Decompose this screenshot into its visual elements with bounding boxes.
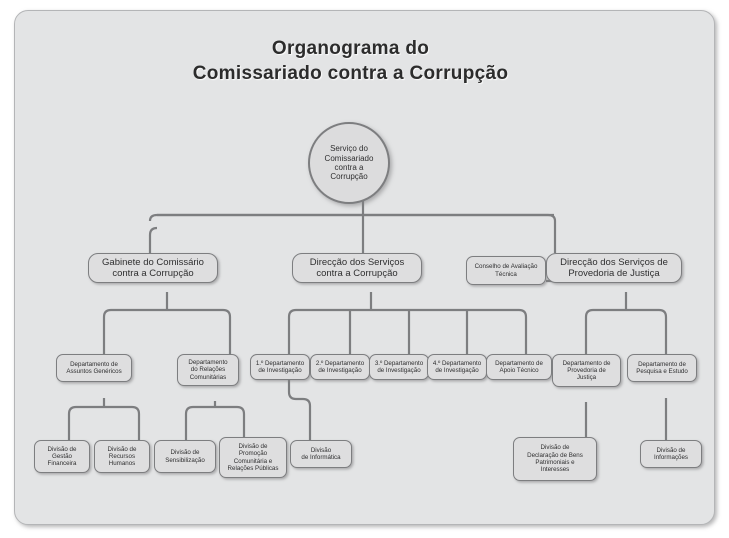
node-label: Direcção dos Serviços de Provedoria de J… [560, 256, 668, 279]
node-departamento-assuntos-genericos[interactable]: Departamento de Assuntos Genéricos [56, 354, 132, 382]
page-title-line1: Organograma do [271, 38, 430, 59]
node-label: 4.º Departamento de Investigação [432, 359, 482, 374]
node-label: Divisão de Recursos Humanos [107, 445, 137, 468]
node-label: Gabinete do Comissário contra a Corrupçã… [102, 256, 204, 279]
node-divisao-promocao-comunitaria[interactable]: Divisão de Promoção Comunitária e Relaçõ… [219, 437, 287, 478]
node-label: Departamento de Provedoria de Justiça [562, 359, 611, 382]
node-departamento-investigacao-4[interactable]: 4.º Departamento de Investigação [427, 354, 487, 380]
node-departamento-investigacao-3[interactable]: 3.º Departamento de Investigação [369, 354, 429, 380]
node-departamento-investigacao-1[interactable]: 1.º Departamento de Investigação [250, 354, 310, 380]
node-label: Conselho de Avaliação Técnica [474, 263, 538, 278]
node-label: Divisão de Declaração de Bens Patrimonia… [527, 444, 583, 474]
node-departamento-provedoria-justica[interactable]: Departamento de Provedoria de Justiça [552, 354, 621, 387]
node-label: Departamento de Assuntos Genéricos [66, 360, 122, 375]
node-label: Divisão de Informática [301, 446, 341, 461]
node-divisao-recursos-humanos[interactable]: Divisão de Recursos Humanos [94, 440, 150, 473]
node-direccao-servicos-corrupcao[interactable]: Direcção dos Serviços contra a Corrupção [292, 253, 422, 283]
node-label: 1.º Departamento de Investigação [255, 359, 305, 374]
node-label: 3.º Departamento de Investigação [374, 359, 424, 374]
node-label: Departamento de Pesquisa e Estudo [636, 360, 688, 375]
node-label: Departamento do Relações Comunitárias [188, 359, 228, 381]
node-divisao-sensibilizacao[interactable]: Divisão de Sensibilização [154, 440, 216, 473]
node-label: Direcção dos Serviços contra a Corrupção [309, 256, 405, 279]
node-label: Divisão de Gestão Financeira [47, 445, 77, 468]
page-title-line2: Comissariado contra a Corrupção [192, 63, 509, 84]
node-conselho-avaliacao-tecnica[interactable]: Conselho de Avaliação Técnica [466, 256, 546, 285]
node-departamento-pesquisa-estudo[interactable]: Departamento de Pesquisa e Estudo [627, 354, 697, 382]
page-title: Organograma do Comissariado contra a Cor… [0, 36, 701, 86]
node-label: Divisão de Promoção Comunitária e Relaçõ… [227, 442, 279, 472]
node-label: Divisão de Sensibilização [165, 449, 205, 464]
node-label: Departamento de Apoio Técnico [495, 359, 543, 374]
node-departamento-relacoes-comunitarias[interactable]: Departamento do Relações Comunitárias [177, 354, 239, 386]
node-label: Serviço do Comissariado contra a Corrupç… [324, 144, 374, 182]
node-direccao-servicos-provedoria[interactable]: Direcção dos Serviços de Provedoria de J… [546, 253, 682, 283]
node-gabinete-comissario[interactable]: Gabinete do Comissário contra a Corrupçã… [88, 253, 218, 283]
node-divisao-informacoes[interactable]: Divisão de Informações [640, 440, 702, 468]
node-divisao-declaracao-bens[interactable]: Divisão de Declaração de Bens Patrimonia… [513, 437, 597, 481]
node-divisao-informatica[interactable]: Divisão de Informática [290, 440, 352, 468]
node-departamento-apoio-tecnico[interactable]: Departamento de Apoio Técnico [486, 354, 552, 380]
node-divisao-gestao-financeira[interactable]: Divisão de Gestão Financeira [34, 440, 90, 473]
node-servico-comissariado[interactable]: Serviço do Comissariado contra a Corrupç… [308, 122, 390, 204]
node-label: Divisão de Informações [653, 446, 689, 461]
node-label: 2.º Departamento de Investigação [315, 359, 365, 374]
node-departamento-investigacao-2[interactable]: 2.º Departamento de Investigação [310, 354, 370, 380]
